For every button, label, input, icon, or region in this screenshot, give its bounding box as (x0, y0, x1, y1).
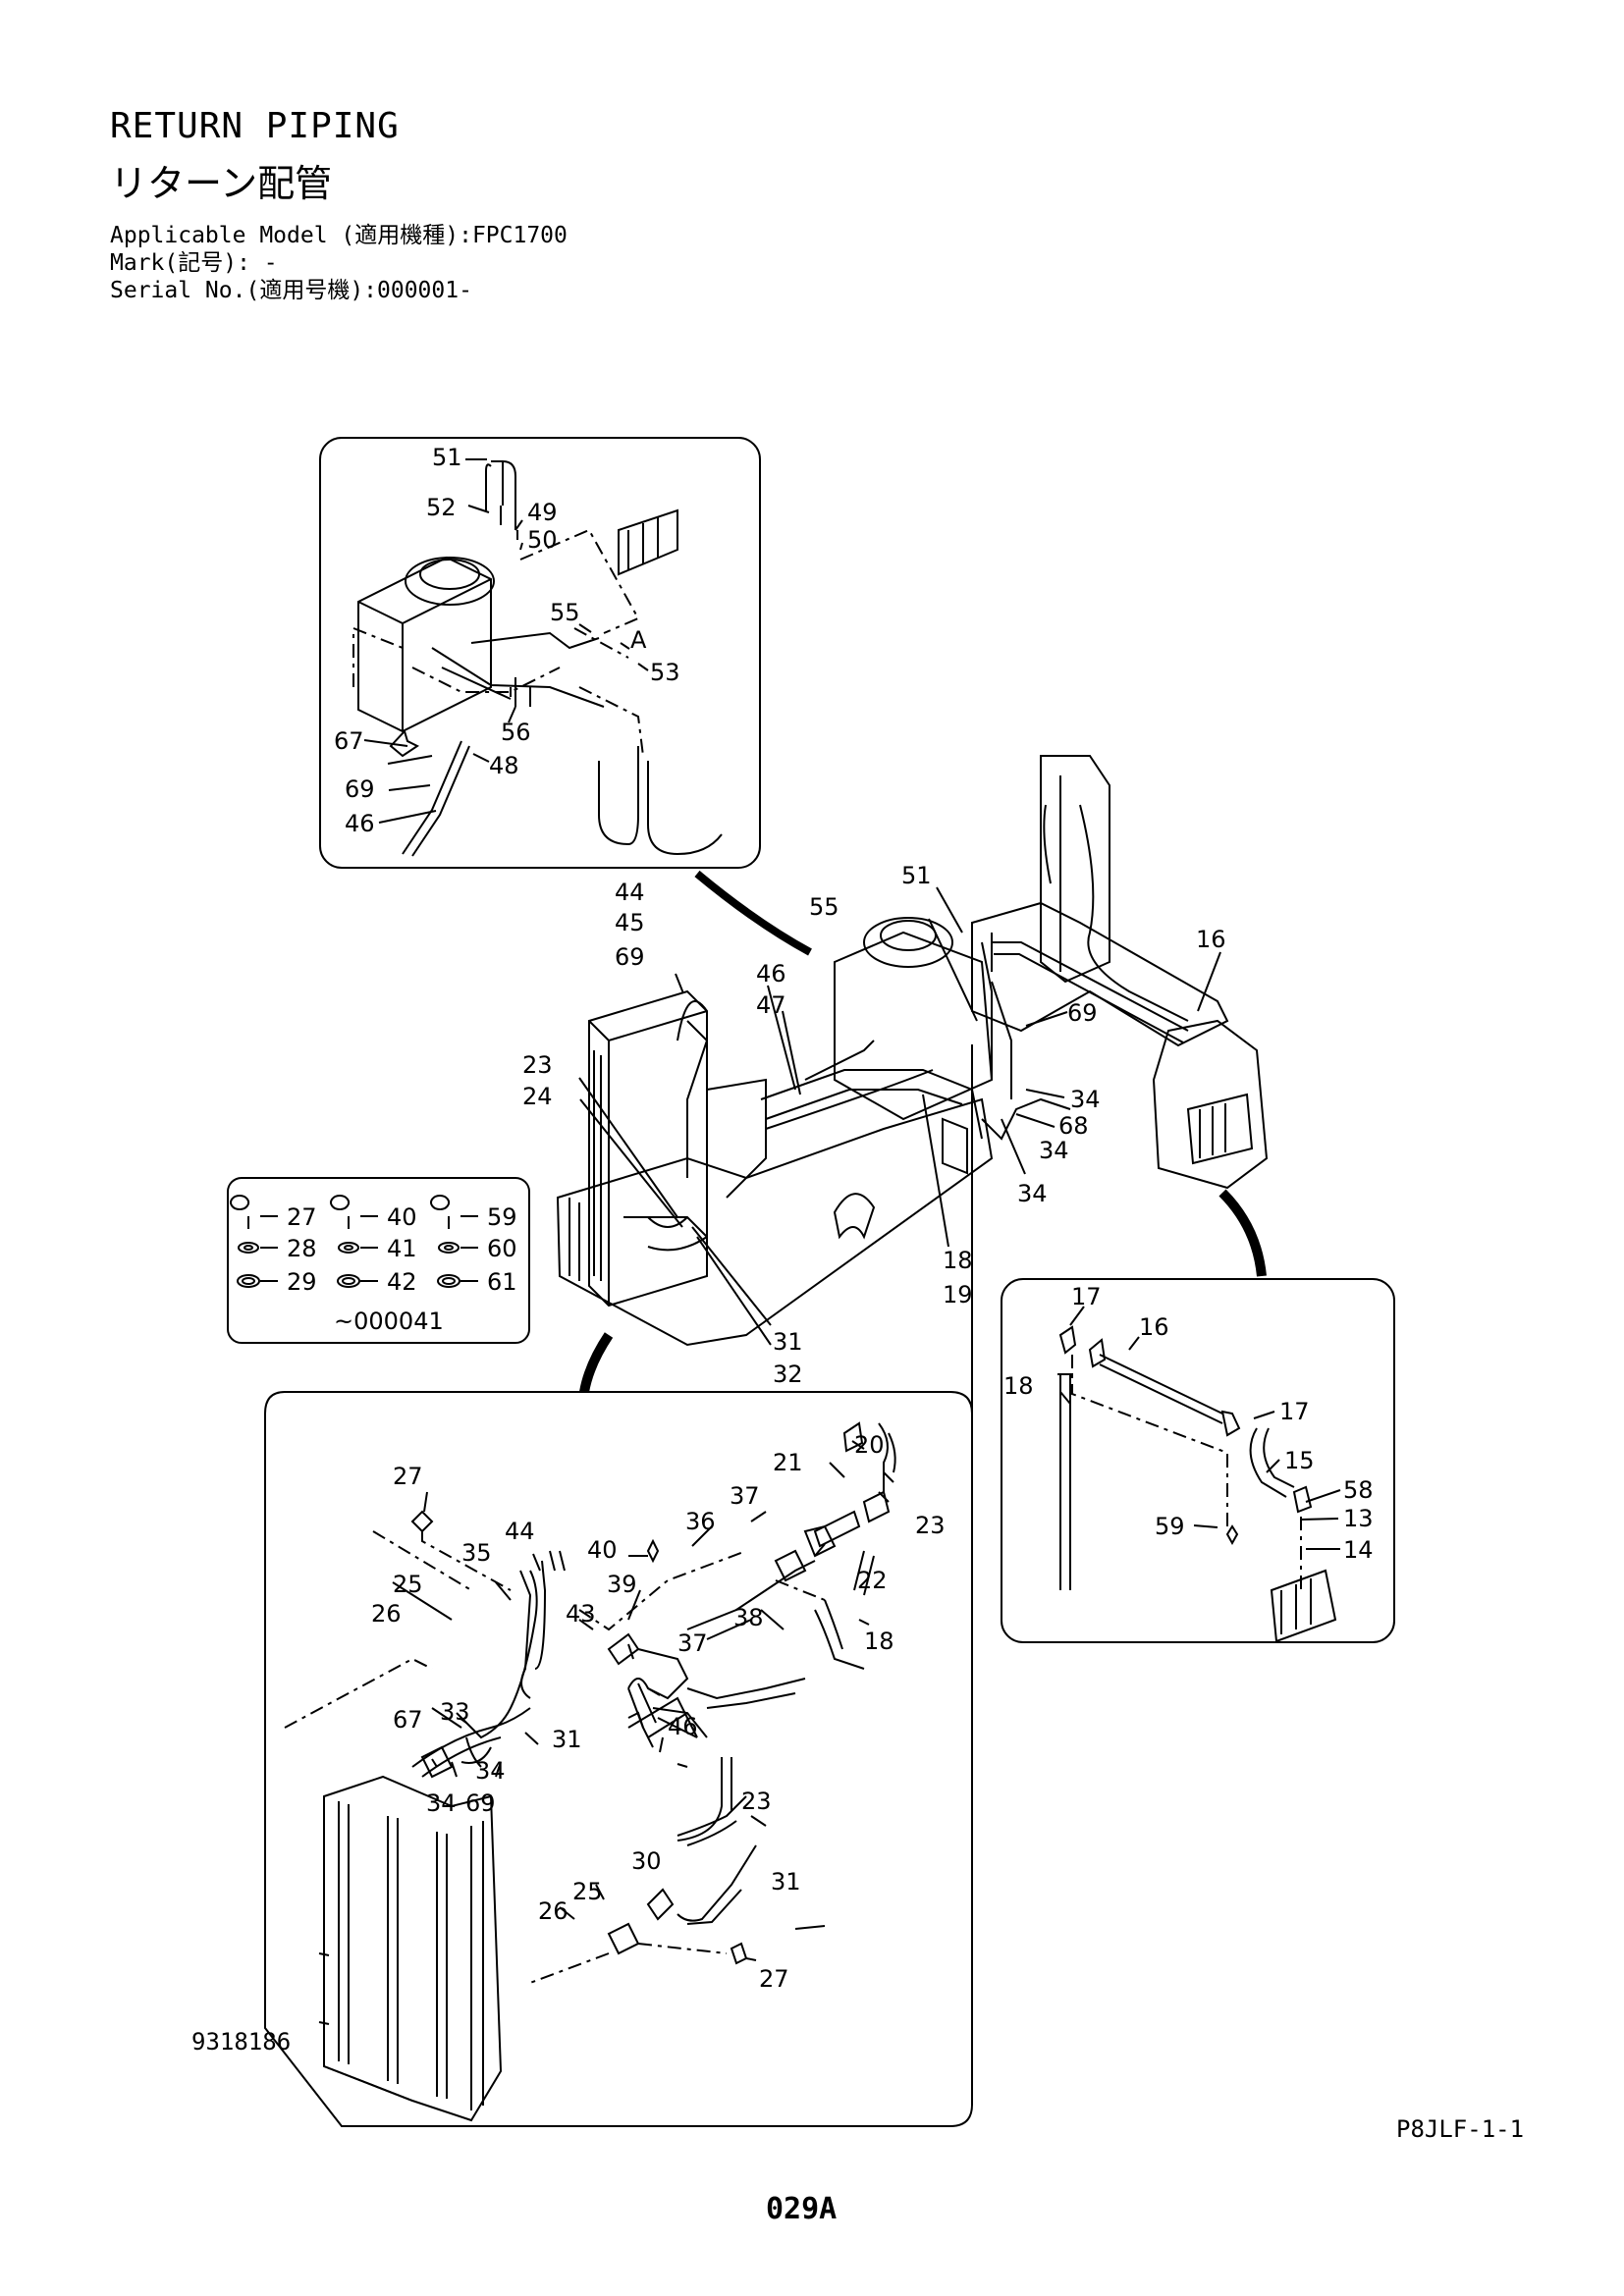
callout: 15 (1284, 1447, 1315, 1474)
callout: 14 (1343, 1536, 1374, 1564)
callout: 31 (552, 1726, 582, 1753)
callout: 26 (371, 1600, 402, 1628)
callout: 46 (345, 810, 375, 837)
legend-part: 42 (387, 1268, 417, 1296)
callout: 69 (465, 1789, 496, 1817)
callout: 47 (756, 991, 786, 1019)
callout: 38 (733, 1604, 764, 1631)
mark-line: Mark(記号): - (110, 250, 278, 276)
page-number: 029A (766, 2192, 838, 2226)
callout: 49 (527, 499, 558, 526)
callout: 69 (345, 775, 375, 803)
legend-part: 59 (487, 1203, 517, 1231)
right-inset-frame (1001, 1278, 1395, 1643)
callout: 55 (550, 599, 580, 626)
right-inset-callouts: 17 16 18 17 15 58 13 59 14 (1003, 1283, 1374, 1564)
legend-serial: ~000041 (334, 1308, 444, 1335)
applicable-model: Applicable Model (適用機種):FPC1700 (110, 223, 568, 248)
callout: 50 (527, 526, 558, 554)
callout: 31 (773, 1328, 803, 1356)
legend-icons (230, 1195, 478, 1288)
serial-line: Serial No.(適用号機):000001- (110, 278, 472, 303)
legend-part: 60 (487, 1235, 517, 1262)
bottom-inset-callouts: 20 21 27 37 23 36 44 35 40 22 25 39 26 4… (371, 1431, 946, 1993)
legend-part: 29 (287, 1268, 317, 1296)
callout: 18 (1003, 1372, 1034, 1400)
callout: 23 (522, 1051, 553, 1079)
callout: 45 (615, 909, 645, 936)
callout: 22 (857, 1567, 888, 1594)
callout: 43 (566, 1600, 596, 1628)
callout: 55 (809, 893, 839, 921)
callout: 13 (1343, 1505, 1374, 1532)
callout: 27 (759, 1965, 789, 1993)
callout: 36 (685, 1508, 716, 1535)
callout: 25 (393, 1571, 423, 1598)
top-inset-frame (319, 437, 761, 869)
callout: A (630, 626, 647, 654)
callout: 16 (1139, 1313, 1169, 1341)
callout: 67 (334, 727, 364, 755)
legend-part: 27 (287, 1203, 317, 1231)
callout: 34 (426, 1789, 457, 1817)
callout: 46 (668, 1713, 698, 1740)
callout: 34 (1017, 1180, 1048, 1207)
title-japanese: リターン配管 (110, 162, 333, 205)
callout: 46 (756, 960, 786, 988)
callout: 27 (393, 1463, 423, 1490)
legend-labels: 27 40 59 28 41 60 29 42 61 ~000041 (287, 1203, 517, 1335)
callout: 56 (501, 719, 531, 746)
callout: 30 (631, 1847, 662, 1875)
callout: 23 (741, 1788, 772, 1815)
callout: 17 (1279, 1398, 1310, 1425)
callout: 19 (943, 1281, 973, 1308)
legend-frame (227, 1177, 530, 1344)
callout: 69 (615, 943, 645, 971)
callout: 39 (607, 1571, 637, 1598)
callout: 31 (771, 1868, 801, 1896)
callout: 40 (587, 1536, 618, 1564)
callout: 51 (432, 444, 462, 471)
legend-part: 61 (487, 1268, 517, 1296)
callout: 17 (1071, 1283, 1102, 1310)
callout: 21 (773, 1449, 803, 1476)
callout: 69 (1067, 999, 1098, 1027)
callout: 35 (461, 1539, 492, 1567)
bottom-inset-frame (264, 1044, 973, 2127)
callout: 34 (1070, 1086, 1101, 1113)
top-inset-callouts: 51 52 49 50 55 A 53 67 56 48 69 46 (334, 444, 680, 837)
callout: 16 (1196, 926, 1226, 953)
callout: 37 (730, 1482, 760, 1510)
callout: 59 (1155, 1513, 1185, 1540)
part-code: P8JLF-1-1 (1396, 2115, 1525, 2143)
callout: 44 (615, 879, 645, 906)
callout: 18 (943, 1247, 973, 1274)
callout: 67 (393, 1706, 423, 1734)
legend-part: 28 (287, 1235, 317, 1262)
callout: 23 (915, 1512, 946, 1539)
callout: 24 (522, 1083, 553, 1110)
callout: 25 (572, 1878, 603, 1905)
callout: 44 (505, 1518, 535, 1545)
callout: 51 (901, 862, 932, 889)
title-english: RETURN PIPING (110, 106, 400, 146)
callout: 33 (440, 1698, 470, 1726)
callout: 48 (489, 752, 519, 779)
callout: 20 (854, 1431, 885, 1459)
legend-part: 40 (387, 1203, 417, 1231)
main-callouts: 44 45 69 51 55 46 47 16 69 23 24 34 68 3… (522, 862, 1226, 1388)
callout: 34 (475, 1757, 506, 1785)
callout: 37 (677, 1629, 708, 1657)
callout: 52 (426, 494, 457, 521)
callout: 18 (864, 1628, 894, 1655)
legend-part: 41 (387, 1235, 417, 1262)
callout: 68 (1058, 1112, 1089, 1140)
callout: 32 (773, 1361, 803, 1388)
callout: 26 (538, 1897, 568, 1925)
drawing-number: 9318186 (191, 2028, 291, 2056)
callout: 53 (650, 659, 680, 686)
callout: 34 (1039, 1137, 1069, 1164)
callout: 58 (1343, 1476, 1374, 1504)
